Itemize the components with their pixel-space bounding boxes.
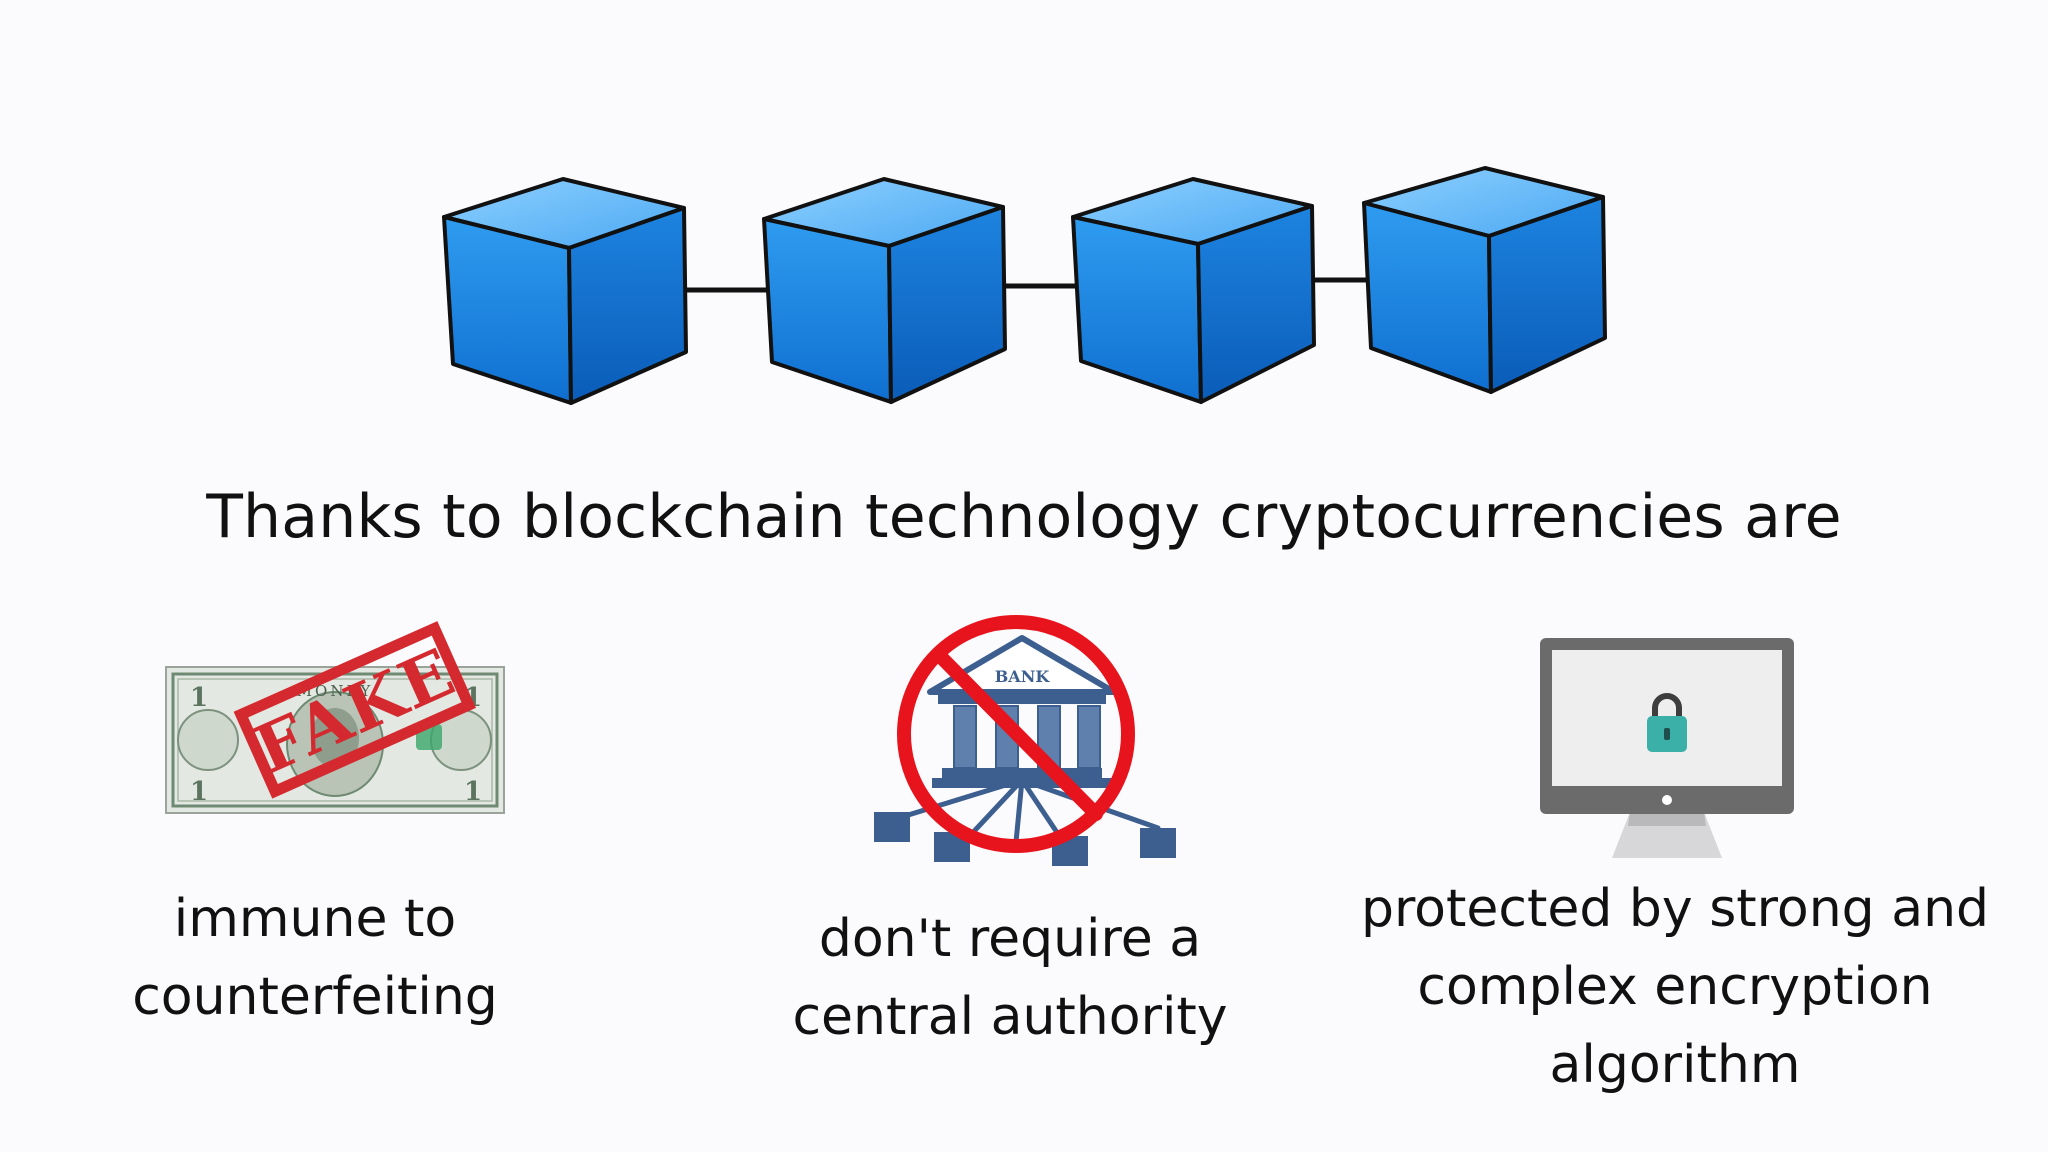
caption-line: complex encryption [1417,957,1933,1017]
caption-immune-to-counterfeiting: immune to counterfeiting [90,880,540,1036]
caption-line: immune to [173,889,457,949]
fake-banknote-icon: 1 1 1 1 MONEY FAKE [165,621,505,814]
svg-text:1: 1 [464,777,482,807]
svg-text:1: 1 [190,683,208,713]
block-cube-icon [1362,166,1607,394]
caption-line: protected by strong and [1360,879,1990,939]
caption-no-central-authority: don't require a central authority [760,900,1260,1056]
no-bank-icon: BANK [874,615,1176,866]
block-cube-icon [1071,177,1316,404]
headline: Thanks to blockchain technology cryptocu… [206,482,1842,552]
block-cube-icon [442,177,688,405]
blockchain-illustration [442,166,1607,405]
svg-text:1: 1 [190,777,208,807]
block-cube-icon [762,177,1007,404]
svg-text:BANK: BANK [995,667,1051,686]
padlock-icon [1647,693,1687,752]
locked-monitor-icon [1540,638,1794,858]
caption-strong-encryption: protected by strong and complex encrypti… [1330,870,2020,1104]
caption-line: central authority [792,987,1228,1047]
caption-line: counterfeiting [132,967,498,1027]
caption-line: don't require a [818,909,1202,969]
caption-line: algorithm [1549,1035,1801,1095]
